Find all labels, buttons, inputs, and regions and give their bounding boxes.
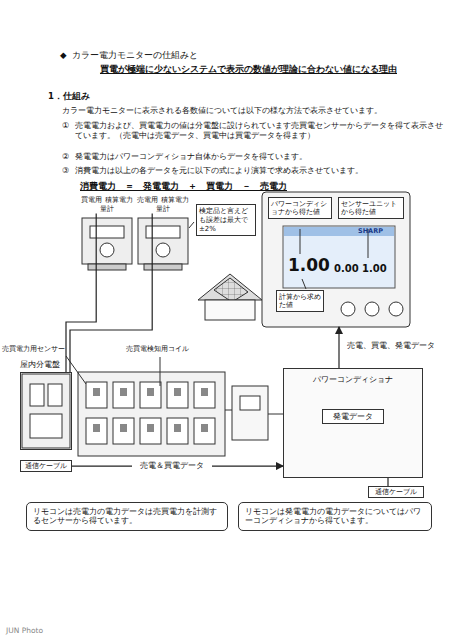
breaker-switch xyxy=(93,424,100,432)
breaker xyxy=(30,384,44,406)
node-text: 通信ケーブル xyxy=(370,488,422,496)
monitor-screen xyxy=(283,226,395,288)
label-text: ③ xyxy=(62,166,74,176)
callout-box: センサーユニットから得た値 xyxy=(338,197,404,219)
label-text: 消費電力 ＝ 発電電力 ＋ 買電力 － 売電力 xyxy=(80,181,410,192)
breaker-switch xyxy=(120,424,127,432)
breaker-switch xyxy=(201,388,208,396)
title: カラー電力モニターの仕組みと xyxy=(72,50,198,62)
connector xyxy=(338,327,339,368)
data-box: 発電データ xyxy=(322,409,384,424)
breaker-switch xyxy=(93,388,100,396)
node-text: SHARP xyxy=(358,227,383,235)
monitor: SHARP パワーコンディショナから得た値センサーユニットから得た値計算から求めた… xyxy=(262,192,410,327)
distribution-board: 屋内分電盤 xyxy=(20,372,72,450)
breaker xyxy=(140,418,161,444)
label-text: 1．仕組み xyxy=(48,91,148,102)
leader-line xyxy=(302,279,306,289)
wire xyxy=(225,410,232,411)
meter-label: 売電用 積算電力量計 xyxy=(136,196,190,214)
button xyxy=(389,302,403,316)
breaker xyxy=(140,382,161,408)
breaker xyxy=(194,418,215,444)
label-text: 1.00 xyxy=(362,262,390,275)
breaker xyxy=(167,418,188,444)
label-text: 買電が極端に少ないシステムで表示の数値が理論に合わない値になる理由 xyxy=(100,64,445,75)
label-text: 消費電力は以上の各データを元に以下の式により演算で求め表示させています。 xyxy=(75,166,443,176)
node-text: パワーコンディショナから得た値 xyxy=(271,200,329,216)
node-text: 発電データ xyxy=(325,412,381,421)
label-text: JUN Photo xyxy=(6,626,66,636)
node-text: 屋内分電盤 xyxy=(20,360,60,369)
wire xyxy=(268,414,283,415)
label-text: 売買電力用センサー xyxy=(2,345,76,354)
breaker xyxy=(194,382,215,408)
leader-line xyxy=(160,357,161,386)
node-text: 買電用 積算電力量計 xyxy=(80,196,134,214)
breaker-switch xyxy=(174,424,181,432)
connector xyxy=(387,478,388,486)
button xyxy=(365,302,379,316)
leader-line xyxy=(300,229,301,254)
power-conditioner: パワーコンディショナ発電データ xyxy=(283,368,423,478)
breaker xyxy=(86,382,107,408)
node-text: パワーコンディショナ xyxy=(290,375,416,385)
breaker-switch xyxy=(147,388,154,396)
label-text: ② xyxy=(62,152,74,162)
node-text: センサーユニットから得た値 xyxy=(341,200,401,216)
label-text: 売電電力および、買電電力の値は分電盤に設けられています売買電センサーからデータを… xyxy=(75,121,443,142)
meter-label: 買電用 積算電力量計 xyxy=(80,196,134,214)
breaker-switch xyxy=(147,424,154,432)
breaker xyxy=(113,382,134,408)
label-text: 売買電検知用コイル xyxy=(126,345,216,354)
node-text: 売電用 積算電力量計 xyxy=(136,196,190,214)
node-text: リモコンは売電力の電力データは売買電力を計測するセンサーから得ています。 xyxy=(33,507,221,526)
label-text: 1.00 xyxy=(288,254,332,276)
breaker-switch xyxy=(174,388,181,396)
label-text: カラー電力モニターに表示される各数値については以下の様な方法で表示させています。 xyxy=(62,106,447,116)
node-text: リモコンは発電電力の電力データについてはパワーコンディショナから得ています。 xyxy=(245,507,425,526)
panel-body xyxy=(22,374,70,448)
note-box: リモコンは売電力の電力データは売買電力を計測するセンサーから得ています。 xyxy=(26,502,228,531)
callout-box: パワーコンディショナから得た値 xyxy=(268,197,332,219)
label-text: ◆ xyxy=(60,50,72,61)
button xyxy=(341,302,355,316)
meter xyxy=(82,218,188,270)
cable-box: 通信ケーブル xyxy=(368,486,424,498)
monitor-body xyxy=(262,192,410,327)
breaker xyxy=(240,396,260,410)
leader-line xyxy=(66,356,86,384)
edge-label: 売電、買電、発電データ xyxy=(345,341,437,351)
breaker xyxy=(113,418,134,444)
breaker xyxy=(86,418,107,444)
breaker xyxy=(167,382,188,408)
breaker-panel xyxy=(78,372,225,456)
node-text: 検定品と言えども誤差は最大で±2% xyxy=(199,207,253,233)
breaker-switch xyxy=(120,388,127,396)
house xyxy=(198,274,262,320)
label-text: 発電電力はパワーコンディショナ自体からデータを得ています。 xyxy=(75,152,443,162)
node-text: 通信ケーブル xyxy=(22,462,70,470)
cable-box: 通信ケーブル xyxy=(20,460,72,472)
label-text: 0.00 xyxy=(334,262,362,275)
breaker xyxy=(30,414,62,438)
breaker-switch xyxy=(201,424,208,432)
breaker-box xyxy=(232,386,268,440)
label-text: ① xyxy=(62,121,74,131)
callout-box: 計算から求めた値 xyxy=(276,290,324,312)
callout-box: 検定品と言えども誤差は最大で±2% xyxy=(196,204,256,236)
breaker xyxy=(48,384,62,406)
edge-label: 売電＆買電データ xyxy=(132,461,212,471)
note-box: リモコンは発電電力の電力データについてはパワーコンディショナから得ています。 xyxy=(238,502,432,531)
leader-line xyxy=(189,222,194,228)
node-text: 計算から求めた値 xyxy=(279,293,321,309)
